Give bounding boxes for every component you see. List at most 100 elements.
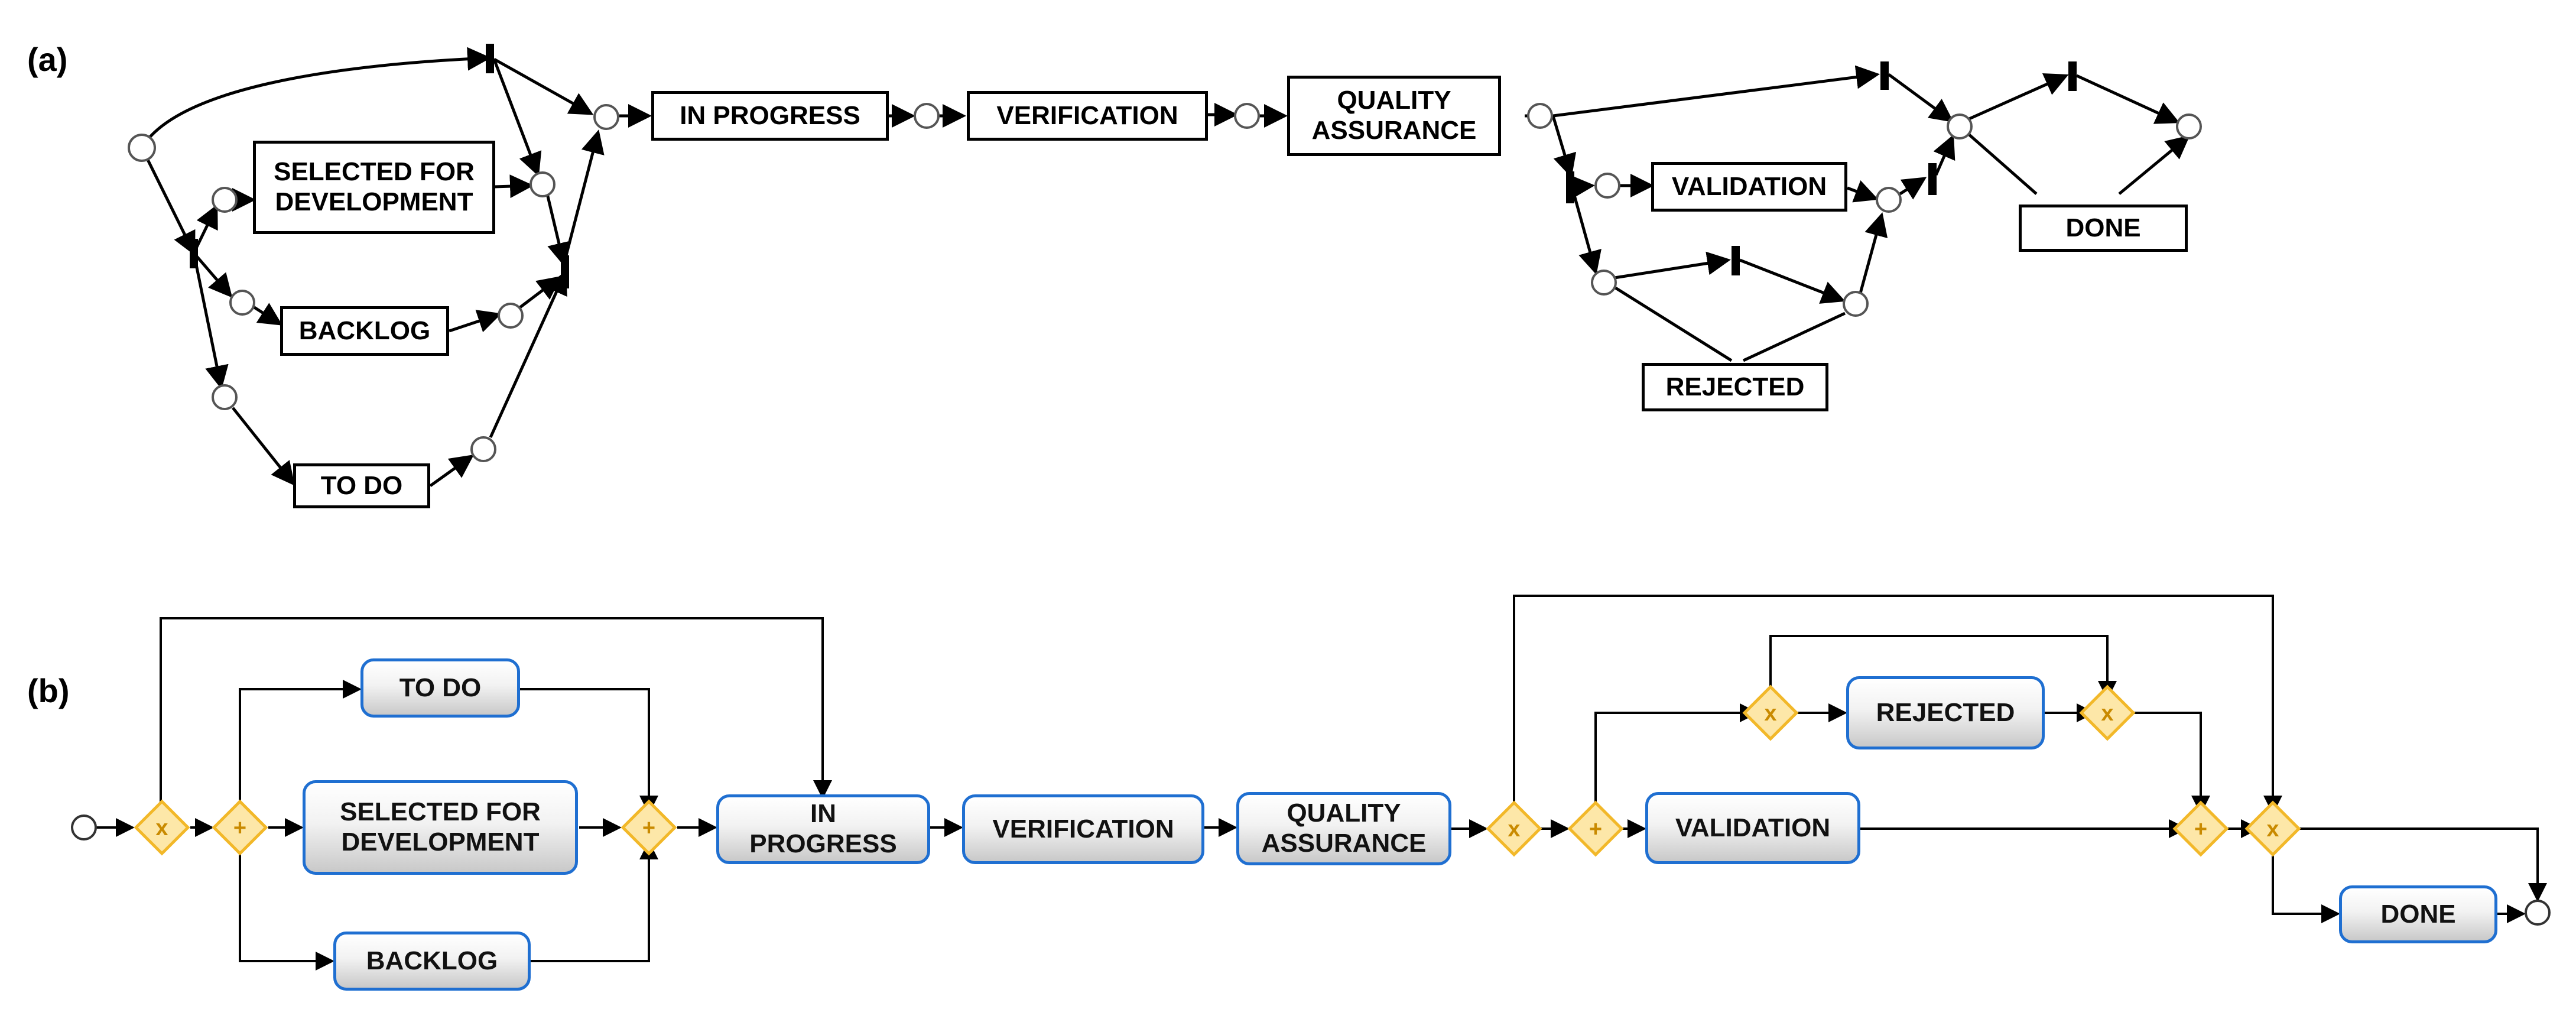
arc <box>1552 65 1880 118</box>
arc <box>140 47 491 149</box>
bpmn-task-validation: VALIDATION <box>1645 792 1860 864</box>
arc <box>193 252 233 298</box>
arc <box>563 129 605 261</box>
place <box>498 303 524 329</box>
silent-transition <box>190 239 198 268</box>
pn-validation: VALIDATION <box>1651 162 1847 212</box>
pn-quality-assurance: QUALITY ASSURANCE <box>1287 76 1501 156</box>
petri-net-silent-transitions <box>190 44 2077 288</box>
parallel-gateway <box>212 799 268 856</box>
place <box>1234 103 1260 129</box>
flow <box>1513 595 2282 814</box>
arc <box>232 407 295 486</box>
parallel-gateway <box>2172 800 2229 857</box>
pn-verification: VERIFICATION <box>967 91 1208 141</box>
bpmn-task-verification: VERIFICATION <box>962 794 1204 864</box>
place <box>229 290 255 316</box>
bpmn-task-rejected: REJECTED <box>1846 676 2045 749</box>
place <box>212 187 238 213</box>
gateway-x-symbol: x <box>2266 817 2279 842</box>
arc <box>1967 132 2038 195</box>
arc <box>1847 180 1879 203</box>
parallel-gateway <box>621 799 677 856</box>
pn-selected-for-development: SELECTED FOR DEVELOPMENT <box>253 141 495 234</box>
gateway-plus-symbol: + <box>1589 817 1602 842</box>
place <box>212 384 238 410</box>
arc <box>1613 285 1733 362</box>
gateway-x-symbol: x <box>1508 817 1520 842</box>
flow <box>520 688 658 814</box>
end-event <box>2525 900 2551 926</box>
bpmn-task-selected-for-development: SELECTED FOR DEVELOPMENT <box>303 780 578 875</box>
silent-transition <box>1566 171 1574 203</box>
arc <box>492 59 542 177</box>
silent-transition <box>486 44 494 73</box>
arc <box>2075 74 2180 124</box>
place <box>2176 113 2202 139</box>
arc <box>1570 175 1595 199</box>
gateway-x-symbol: x <box>1764 701 1776 726</box>
place <box>1527 103 1553 129</box>
petri-net-places <box>128 103 2202 462</box>
arc <box>1551 115 1577 178</box>
gateway-plus-symbol: + <box>233 816 246 840</box>
flow <box>1594 703 1759 829</box>
arc <box>545 193 571 267</box>
place <box>1947 113 1973 139</box>
arc <box>249 303 283 326</box>
arc <box>1570 186 1602 275</box>
arc <box>1933 134 1955 176</box>
pn-to-do: TO DO <box>293 463 430 508</box>
arc <box>519 275 561 309</box>
place <box>914 103 940 129</box>
exclusive-gateway <box>2244 800 2301 857</box>
arc <box>1897 177 1927 200</box>
arc <box>1859 212 1888 294</box>
flow <box>160 617 832 813</box>
exclusive-gateway <box>1486 800 1542 857</box>
flow <box>531 840 658 962</box>
silent-transition <box>2068 61 2077 91</box>
panel-label-b: (b) <box>27 672 70 709</box>
pn-backlog: BACKLOG <box>280 306 449 356</box>
flow <box>2287 827 2547 902</box>
place <box>1843 291 1869 317</box>
flow <box>239 842 334 971</box>
bpmn-task-in-progress: IN PROGRESS <box>716 794 930 864</box>
pn-in-progress: IN PROGRESS <box>651 91 889 141</box>
exclusive-gateway <box>134 799 190 856</box>
bpmn-task-quality-assurance: QUALITY ASSURANCE <box>1236 792 1451 865</box>
petri-net-panel <box>128 44 2202 488</box>
arc <box>493 57 594 115</box>
place <box>593 104 619 130</box>
gateway-x-symbol: x <box>155 816 168 840</box>
arc <box>1888 73 1954 122</box>
arc <box>1967 73 2069 121</box>
bpmn-task-done: DONE <box>2339 885 2497 943</box>
silent-transition <box>1928 163 1937 195</box>
arc <box>429 455 475 488</box>
arc <box>140 147 196 256</box>
arc <box>493 174 534 199</box>
pn-rejected: REJECTED <box>1642 363 1828 411</box>
panel-label-a: (a) <box>27 41 68 78</box>
silent-transition <box>561 255 569 288</box>
flow <box>239 680 362 813</box>
gateway-plus-symbol: + <box>2194 817 2207 842</box>
place <box>128 134 156 162</box>
start-event <box>71 814 97 840</box>
bpmn-task-to-do: TO DO <box>360 658 520 718</box>
place <box>1594 173 1620 199</box>
place <box>530 171 556 197</box>
bpmn-task-backlog: BACKLOG <box>333 932 531 991</box>
gateway-x-symbol: x <box>2101 701 2113 726</box>
arc <box>192 252 229 390</box>
silent-transition <box>1880 61 1889 90</box>
arc <box>449 310 502 333</box>
exclusive-gateway <box>2079 684 2136 741</box>
exclusive-gateway <box>1742 684 1799 741</box>
bpmn-sequence-flows <box>96 595 2547 971</box>
